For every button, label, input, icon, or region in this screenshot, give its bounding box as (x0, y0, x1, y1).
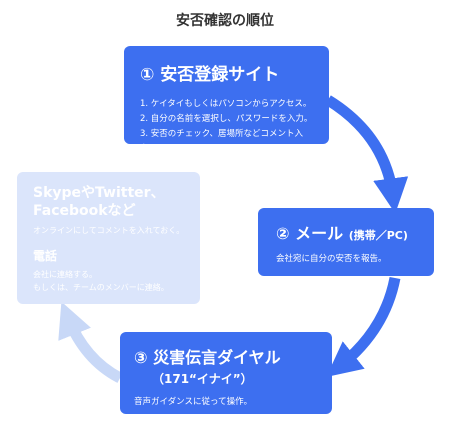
diagram-title: 安否確認の順位 (176, 13, 274, 29)
step3-box: ③ 災害伝言ダイヤル （171“イナイ”） 音声ガイダンスに従って操作。 (120, 332, 332, 414)
step3-heading: ③ 災害伝言ダイヤル (134, 348, 281, 367)
step3-reading: （171“イナイ”） (152, 372, 253, 386)
phone-heading: 電話 (33, 249, 58, 263)
step2-heading-main: ② メール (276, 224, 344, 243)
other-methods-box: SkypeやTwitter、 Facebookなど オンラインにしてコメントを入… (17, 172, 200, 304)
arrow-step1-to-step2 (325, 95, 409, 214)
phone-line: もしくは、チームのメンバーに連絡。 (33, 283, 169, 292)
other-heading-line2: Facebookなど (33, 203, 136, 219)
phone-line: 会社に連絡する。 (33, 270, 97, 279)
step2-heading: ② メール (携帯／PC) (276, 220, 426, 244)
arrow-step3-to-other (58, 301, 123, 383)
other-text: オンラインにしてコメントを入れておく。 (33, 226, 185, 235)
step1-line: 1. ケイタイもしくはパソコンからアクセス。 (140, 99, 312, 109)
step1-box: ① 安否登録サイト 1. ケイタイもしくはパソコンからアクセス。 2. 自分の名… (124, 46, 329, 154)
step2-heading-sub: (携帯／PC) (348, 229, 408, 242)
step1-line: 3. 安否のチェック、居場所などコメント入力。 (140, 129, 304, 154)
step3-text: 音声ガイダンスに従って操作。 (134, 397, 253, 407)
step2-box: ② メール (携帯／PC) 会社宛に自分の安否を報告。 (258, 208, 434, 276)
step1-line: 2. 自分の名前を選択し、パスワードを入力。 (140, 114, 313, 124)
arrow-step2-to-step3 (326, 276, 401, 377)
other-heading-line1: SkypeやTwitter、 (33, 185, 165, 201)
step2-text: 会社宛に自分の安否を報告。 (276, 254, 387, 264)
step1-heading: ① 安否登録サイト (140, 65, 280, 85)
